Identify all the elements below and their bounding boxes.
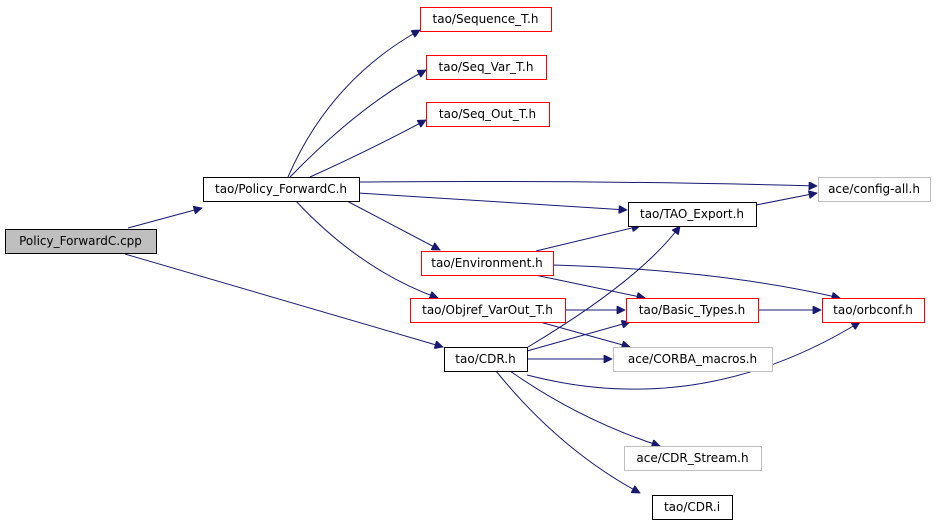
node-policy-h[interactable]: tao/Policy_ForwardC.h: [203, 177, 360, 202]
edge-policy_h-to-sequence_t: [287, 29, 420, 178]
node-label: tao/orbconf.h: [833, 303, 913, 317]
node-box: [652, 495, 733, 520]
node-box: [426, 102, 550, 127]
node-label: tao/CDR.i: [664, 500, 720, 514]
node-label: Policy_ForwardC.cpp: [19, 234, 142, 248]
node-seq-var-t[interactable]: tao/Seq_Var_T.h: [426, 55, 547, 80]
edge-cdr_h-to-tao_export: [527, 226, 680, 348]
node-box: [822, 298, 925, 323]
node-label: tao/Sequence_T.h: [433, 12, 539, 26]
edge-cdr_h-to-cdr_i: [495, 370, 640, 494]
node-label: tao/CDR.h: [455, 352, 515, 366]
edges-layer: [124, 29, 860, 494]
node-cdr-i[interactable]: tao/CDR.i: [652, 495, 733, 520]
node-label: ace/config-all.h: [828, 182, 920, 196]
node-config-all[interactable]: ace/config-all.h: [818, 177, 931, 202]
node-seq-out-t[interactable]: tao/Seq_Out_T.h: [426, 102, 550, 127]
node-box: [444, 347, 528, 372]
edge-environment-to-orbconf: [552, 264, 840, 298]
node-tao-export[interactable]: tao/TAO_Export.h: [628, 202, 757, 227]
edge-cdr_h-to-orbconf: [526, 322, 860, 390]
edge-cdr_h-to-cdr_stream: [509, 370, 660, 446]
node-box: [410, 298, 566, 323]
node-box: [818, 177, 931, 202]
node-sequence-t[interactable]: tao/Sequence_T.h: [420, 7, 552, 32]
node-orbconf[interactable]: tao/orbconf.h: [822, 298, 925, 323]
node-cdr-stream[interactable]: ace/CDR_Stream.h: [624, 446, 762, 471]
node-box: [624, 446, 762, 471]
node-box: [426, 55, 547, 80]
node-objref[interactable]: tao/Objref_VarOut_T.h: [410, 298, 566, 323]
edge-policy_h-to-environment: [344, 199, 440, 251]
node-root: Policy_ForwardC.cpp: [5, 229, 157, 254]
nodes-layer: Policy_ForwardC.cpp tao/Policy_ForwardC.h…: [5, 7, 931, 520]
node-label: tao/Environment.h: [431, 256, 543, 270]
node-box: [203, 177, 360, 202]
node-box: [613, 347, 773, 372]
node-label: tao/Seq_Var_T.h: [439, 60, 534, 74]
node-label: tao/Objref_VarOut_T.h: [422, 303, 553, 317]
node-label: ace/CORBA_macros.h: [628, 352, 757, 366]
node-environment[interactable]: tao/Environment.h: [421, 251, 554, 276]
edge-cdr_h-to-basic_types: [526, 322, 630, 352]
edge-root-to-cdr_h: [124, 253, 443, 347]
node-basic-types[interactable]: tao/Basic_Types.h: [626, 298, 759, 323]
edge-policy_h-to-seq_out_t: [309, 119, 426, 178]
node-label: tao/Seq_Out_T.h: [439, 107, 536, 121]
node-cdr-h[interactable]: tao/CDR.h: [444, 347, 528, 372]
edge-policy_h-to-objref: [294, 199, 438, 298]
edge-environment-to-basic_types: [534, 274, 645, 298]
node-box: [421, 251, 554, 276]
node-box: [626, 298, 759, 323]
node-box: [420, 7, 552, 32]
node-label: tao/TAO_Export.h: [640, 207, 744, 221]
node-label: ace/CDR_Stream.h: [636, 451, 748, 465]
edge-policy_h-to-tao_export: [357, 192, 627, 210]
edge-tao_export-to-config_all: [755, 193, 817, 206]
edge-root-to-policy_h: [127, 208, 202, 229]
node-box: [628, 202, 757, 227]
node-corba-macros[interactable]: ace/CORBA_macros.h: [613, 347, 773, 372]
node-box: [5, 229, 157, 254]
edge-policy_h-to-config_all: [357, 181, 817, 187]
node-label: tao/Policy_ForwardC.h: [215, 182, 347, 196]
edge-policy_h-to-seq_var_t: [289, 69, 426, 178]
node-label: tao/Basic_Types.h: [639, 303, 745, 317]
edge-environment-to-tao_export: [535, 226, 640, 252]
